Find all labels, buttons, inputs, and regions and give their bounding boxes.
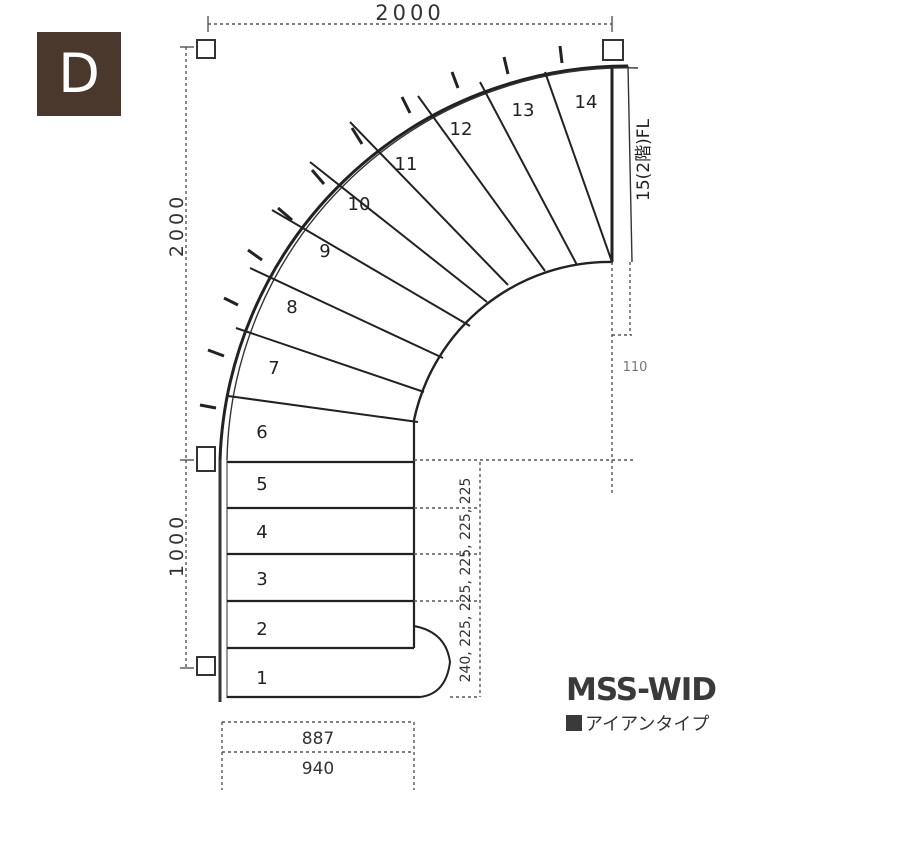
top-width-label: 2000: [375, 1, 444, 25]
step-13: 13: [512, 100, 535, 121]
step-5: 5: [256, 474, 267, 495]
bottom-step-nosing: [413, 625, 452, 698]
type-square-icon: [566, 715, 582, 731]
step-4: 4: [256, 522, 267, 543]
bottom-dimensions: [221, 721, 415, 790]
left-height-dimensions: [180, 46, 194, 669]
step-6: 6: [256, 422, 267, 443]
step-9: 9: [319, 241, 330, 262]
left-height-upper-label: 2000: [166, 193, 188, 257]
step-1: 1: [256, 668, 267, 689]
corner-post-top-right: [602, 39, 624, 61]
step-14: 14: [575, 92, 598, 113]
section-letter: D: [58, 42, 100, 105]
outer-handrail: [218, 64, 629, 461]
corner-post-top-left: [196, 39, 216, 59]
tread-depth-dimension: [414, 462, 481, 698]
section-badge: D: [37, 32, 121, 116]
step-12: 12: [450, 119, 473, 140]
right-guide-lines: [414, 262, 636, 494]
tread-depths-label: 240, 225, 225, 225, 225, 225: [458, 478, 474, 683]
model-type: アイアンタイプ: [566, 710, 709, 736]
step-8: 8: [286, 297, 297, 318]
bottom-outer-label: 940: [302, 759, 334, 779]
step-3: 3: [256, 569, 267, 590]
corner-post-bottom-left: [196, 656, 216, 676]
step-7: 7: [268, 358, 279, 379]
landing-edge-outer: [627, 65, 633, 263]
landing-offset-label: 110: [623, 360, 648, 375]
step-11: 11: [395, 154, 418, 175]
corner-post-mid-left: [196, 446, 216, 472]
step-10: 10: [348, 194, 371, 215]
top-width-dimension: [207, 16, 613, 32]
outer-handrail-edge: [226, 67, 639, 461]
landing-floor-label: 15(2階)FL: [634, 118, 654, 200]
winder-treads: [227, 71, 613, 423]
inner-stringer: [412, 260, 614, 421]
balusters: [199, 45, 564, 410]
model-name: MSS-WID: [566, 672, 717, 708]
left-height-lower-label: 1000: [166, 513, 188, 577]
step-2: 2: [256, 619, 267, 640]
straight-treads: [227, 420, 420, 699]
model-type-label: アイアンタイプ: [585, 714, 710, 735]
bottom-inner-label: 887: [302, 729, 334, 749]
